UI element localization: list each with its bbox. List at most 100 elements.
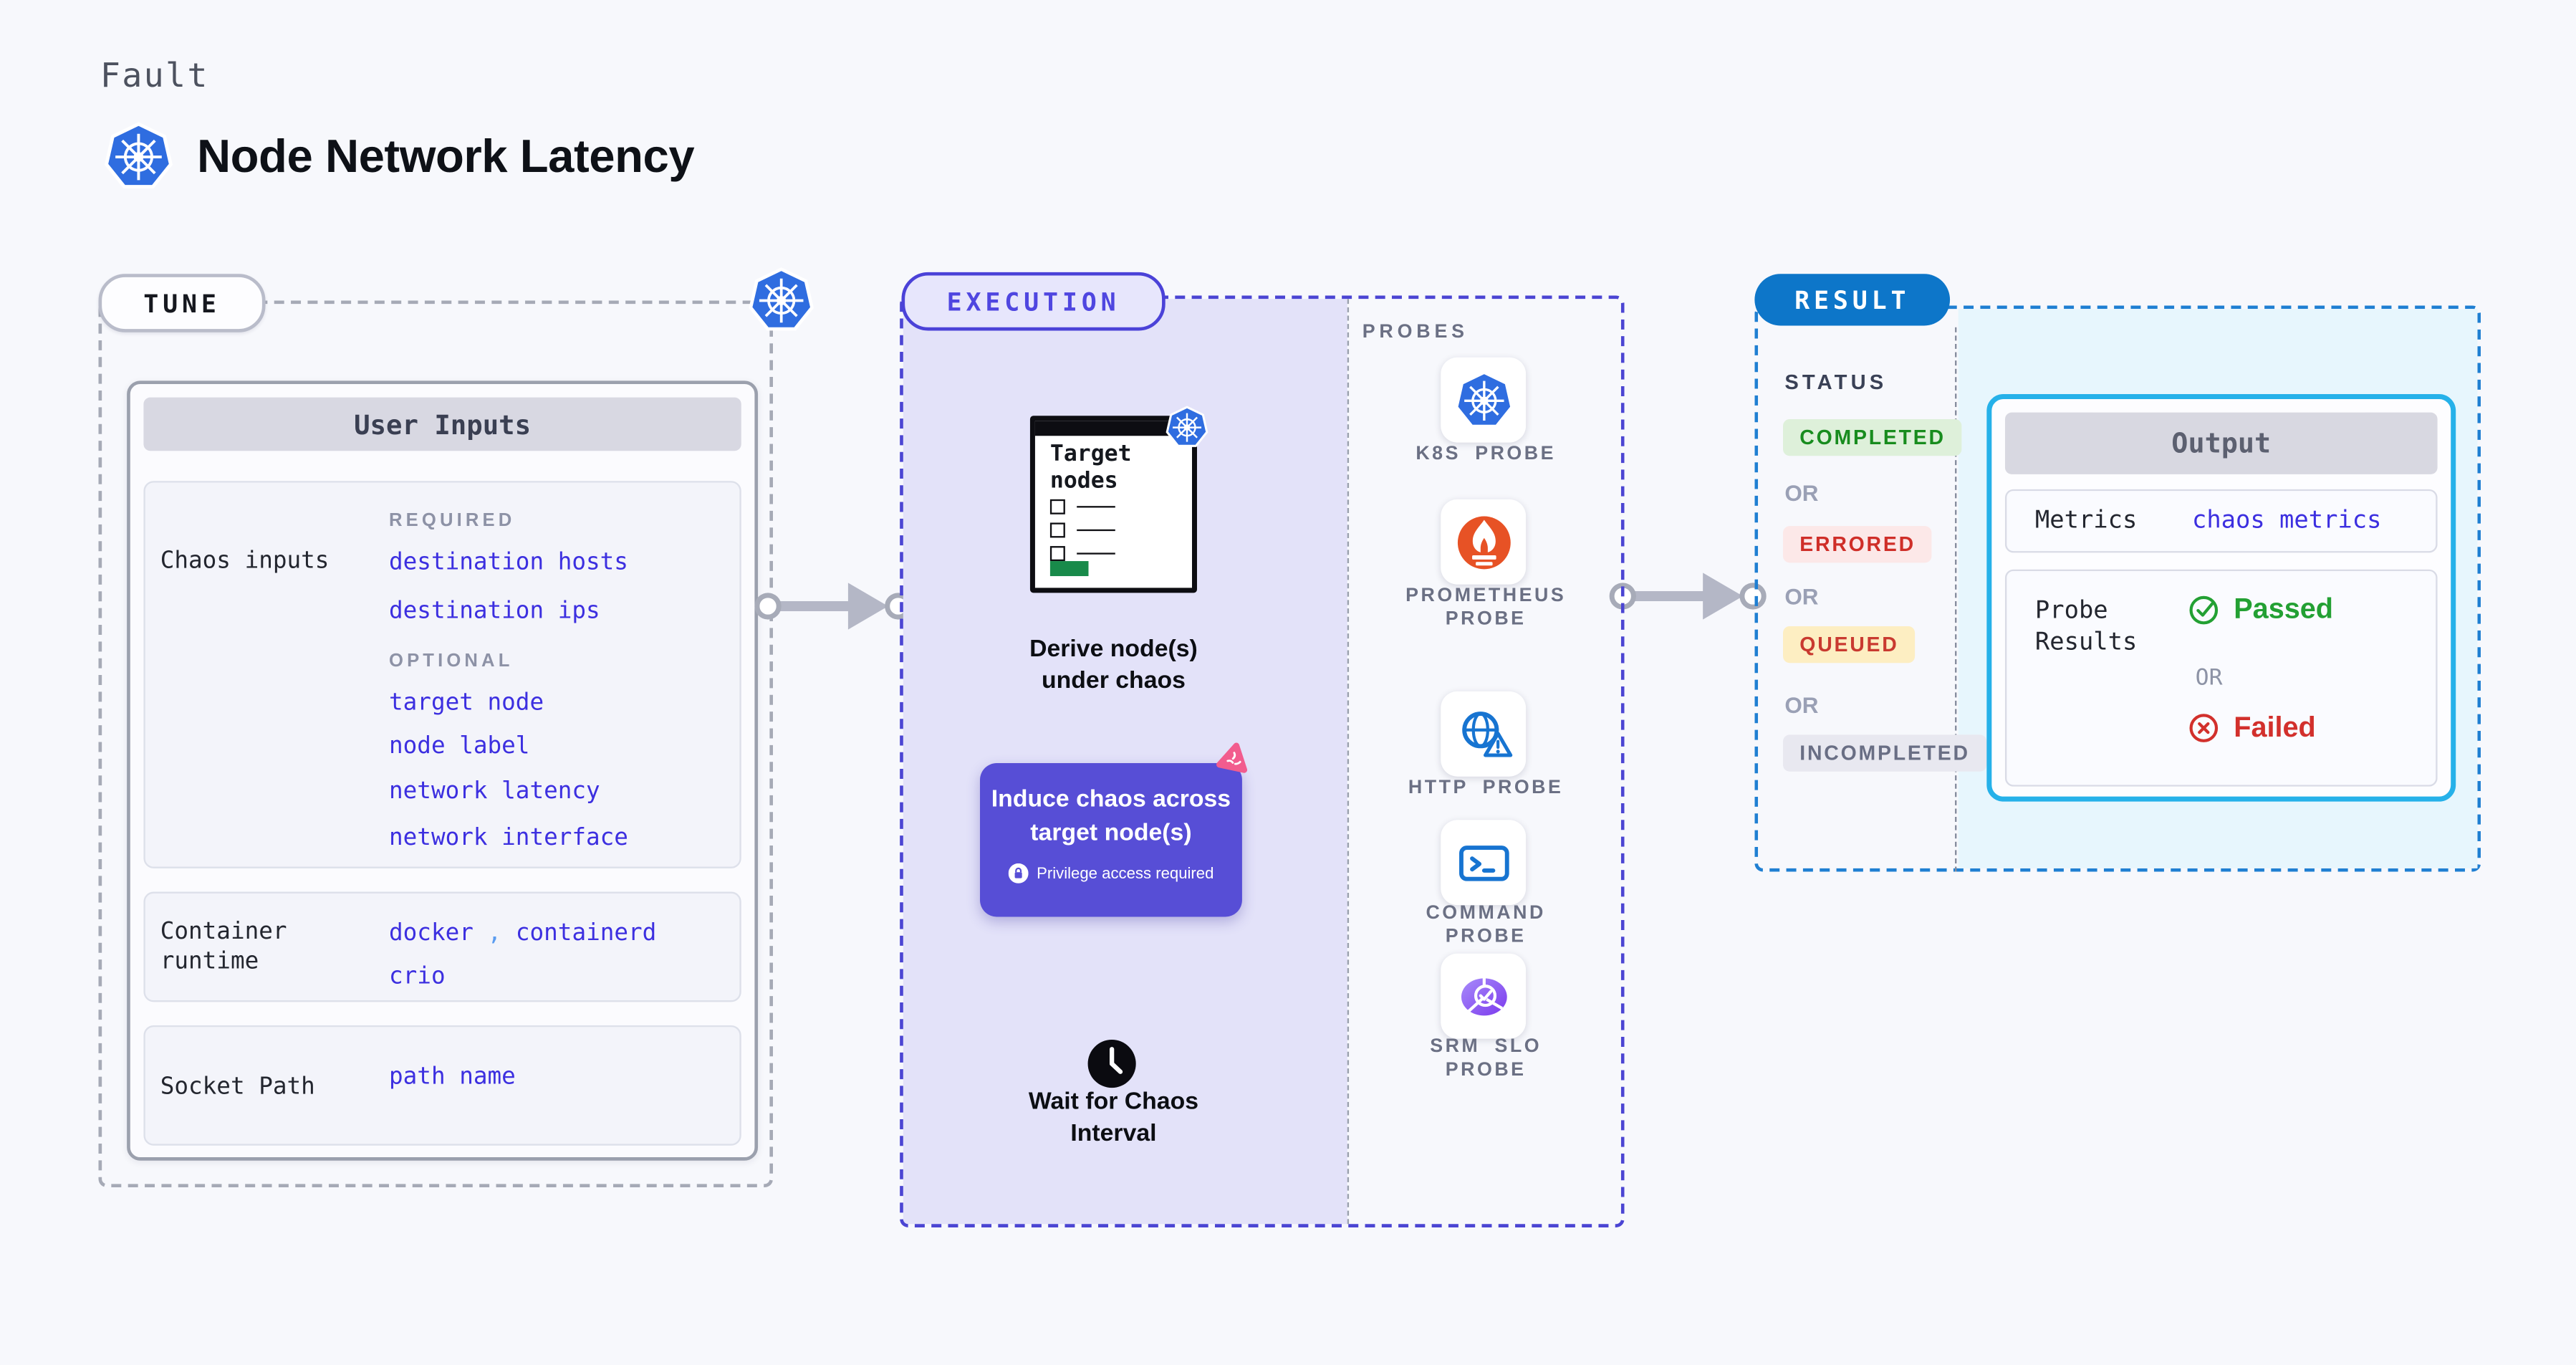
lock-icon	[1008, 863, 1028, 883]
chaos-metrics-link: chaos metrics	[2191, 507, 2382, 535]
or-label: OR	[1784, 481, 1819, 507]
chaos-inputs-row: Chaos inputs REQUIRED destination hosts …	[143, 481, 741, 868]
tune-section-frame	[98, 300, 774, 1188]
failed-verdict: Failed	[2187, 711, 2316, 745]
node-checkbox-row	[1049, 522, 1115, 538]
execution-section-frame	[900, 295, 1625, 1227]
command-probe-card	[1441, 820, 1527, 906]
kubernetes-icon	[748, 267, 814, 334]
caption-line: Derive node(s)	[1029, 636, 1198, 664]
result-section-frame	[1754, 305, 2481, 872]
runtime-docker: docker	[389, 920, 474, 947]
socket-path-value: path name	[389, 1063, 516, 1091]
socket-path-label: Socket Path	[160, 1073, 315, 1101]
window-title-bar	[1034, 421, 1192, 436]
status-output-divider	[1955, 327, 1957, 872]
arrow-head	[847, 583, 888, 630]
srm-slo-probe-card	[1441, 953, 1527, 1039]
status-badge-errored: ERRORED	[1783, 526, 1933, 563]
k8s-probe-label: K8S PROBE	[1416, 444, 1557, 464]
slo-timer-icon	[1453, 966, 1514, 1026]
caption-line: under chaos	[1041, 668, 1186, 695]
line	[1077, 528, 1115, 532]
prometheus-probe-label: PROMETHEUS PROBE	[1405, 586, 1567, 629]
node-checkbox-row	[1049, 499, 1115, 514]
check-circle-icon	[2187, 593, 2221, 626]
input-network-interface: network interface	[389, 825, 628, 852]
optional-heading: OPTIONAL	[389, 651, 514, 671]
induce-chaos-node: Induce chaos across target node(s) Privi…	[980, 763, 1242, 917]
clock-icon	[1087, 1039, 1137, 1089]
chaos-inputs-label: Chaos inputs	[160, 547, 330, 575]
status-badge-completed: COMPLETED	[1783, 418, 1963, 456]
output-title: Output	[2004, 412, 2438, 474]
passed-label: Passed	[2234, 593, 2334, 625]
input-target-node: target node	[389, 689, 544, 717]
output-panel: Output Metrics chaos metrics Probe Resul…	[1986, 394, 2456, 802]
line	[1077, 505, 1115, 509]
caption-line: Interval	[1070, 1120, 1157, 1148]
terminal-icon	[1453, 833, 1514, 893]
passed-verdict: Passed	[2187, 593, 2333, 626]
privilege-badge-label: Privilege access required	[1037, 864, 1214, 883]
caption-line: target node(s)	[1030, 819, 1192, 846]
probe-results-row: Probe Results Passed OR Failed	[2004, 569, 2438, 787]
kubernetes-icon	[1453, 370, 1514, 430]
induce-chaos-text: Induce chaos across target node(s)	[980, 785, 1242, 850]
metrics-label: Metrics	[2034, 507, 2138, 535]
http-probe-card	[1441, 691, 1527, 777]
tune-section-pill: TUNE	[98, 274, 266, 332]
input-node-label: node label	[389, 733, 530, 760]
caption-line: Wait for Chaos	[1028, 1088, 1199, 1116]
http-probe-label: HTTP PROBE	[1408, 778, 1564, 798]
http-globe-warning-icon	[1453, 704, 1514, 764]
k8s-probe-card	[1441, 357, 1527, 443]
page-title: Node Network Latency	[197, 130, 695, 183]
user-inputs-title: User Inputs	[143, 397, 741, 451]
runtime-separator: ,	[487, 920, 502, 947]
arrow-end-node	[1739, 583, 1767, 610]
privilege-badge: Privilege access required	[980, 863, 1242, 883]
runtime-crio: crio	[389, 963, 446, 991]
metrics-row: Metrics chaos metrics	[2004, 489, 2438, 553]
runtime-containerd: containerd	[515, 920, 657, 947]
probes-heading: PROBES	[1362, 322, 1469, 343]
checkbox-icon	[1049, 546, 1065, 562]
kubernetes-icon	[1166, 406, 1209, 449]
arrow-start-node	[754, 593, 782, 620]
line	[1077, 552, 1115, 555]
kubernetes-icon	[103, 122, 173, 192]
arrow-head	[1703, 573, 1744, 620]
target-nodes-window: Target nodes	[1029, 416, 1197, 593]
litmus-chaos-icon	[1214, 738, 1254, 777]
command-probe-label: COMMAND PROBE	[1426, 903, 1546, 947]
wait-chaos-caption: Wait for Chaos Interval	[980, 1087, 1247, 1151]
probes-panel: PROBES K8S PROBE PROMETHEUS PROBE HTTP P…	[1347, 299, 1621, 1225]
socket-path-row: Socket Path path name	[143, 1025, 741, 1146]
fault-eyebrow: Fault	[100, 54, 209, 95]
input-destination-ips: destination ips	[389, 598, 600, 625]
target-nodes-title: Target nodes	[1049, 441, 1132, 494]
container-runtime-row: Container runtime docker , containerd cr…	[143, 891, 741, 1002]
tune-to-execution-arrow	[751, 581, 918, 631]
input-network-latency: network latency	[389, 778, 600, 805]
container-runtime-label: Container runtime	[160, 918, 287, 976]
srm-slo-probe-label: SRM SLO PROBE	[1430, 1037, 1542, 1080]
caption-line: Induce chaos across	[991, 786, 1231, 813]
execution-section-pill: EXECUTION	[901, 272, 1166, 331]
probe-results-label: Probe Results	[2034, 598, 2138, 656]
confirm-button-shape	[1049, 561, 1089, 577]
or-label: OR	[1784, 693, 1819, 719]
derive-nodes-caption: Derive node(s) under chaos	[980, 635, 1247, 699]
status-badge-incompleted: INCOMPLETED	[1783, 734, 1987, 772]
checkbox-icon	[1049, 499, 1065, 514]
prometheus-probe-card	[1441, 499, 1527, 585]
prometheus-icon	[1453, 512, 1514, 572]
required-heading: REQUIRED	[389, 511, 516, 532]
checkbox-icon	[1049, 522, 1065, 538]
status-badge-queued: QUEUED	[1783, 626, 1916, 664]
or-label: OR	[2195, 664, 2223, 691]
or-label: OR	[1784, 584, 1819, 610]
status-heading: STATUS	[1784, 370, 1888, 395]
